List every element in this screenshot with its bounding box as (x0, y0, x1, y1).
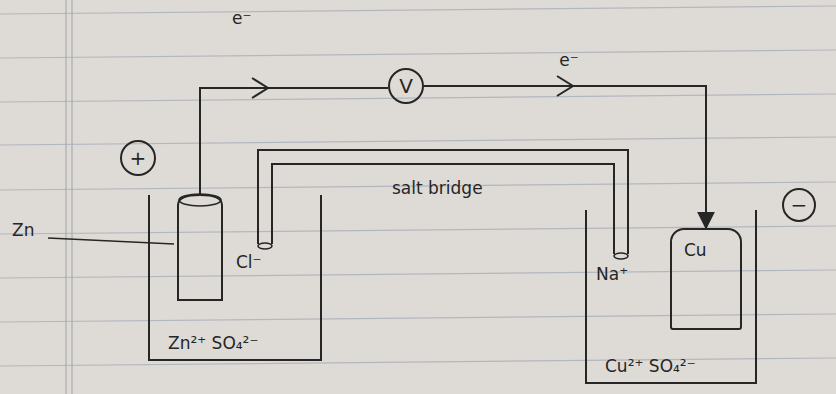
zinc-electrode (178, 195, 222, 300)
wire (200, 88, 388, 195)
node-text: + (130, 146, 147, 170)
wire (424, 86, 706, 228)
copper-electrode: Cu (670, 228, 742, 330)
ruled-line (0, 270, 836, 278)
node-text: Cu (684, 240, 707, 260)
ruled-line (0, 94, 836, 102)
ruled-line (0, 137, 836, 145)
diagram-label: Na⁺ (596, 264, 628, 284)
electron-flow-chevron (252, 78, 268, 98)
ruled-lines (0, 6, 836, 366)
beaker: Cu²⁺ SO₄²⁻ Cu (585, 210, 757, 384)
voltmeter-symbol: V (388, 68, 424, 104)
salt-bridge-tube (258, 150, 628, 254)
diagram-label: Zn (12, 220, 34, 240)
ruled-line (0, 6, 836, 14)
node-text: Cu²⁺ SO₄²⁻ (605, 356, 696, 376)
node-text: V (399, 74, 413, 98)
margin-line (71, 0, 72, 394)
polarity-sign: − (782, 188, 816, 222)
ruled-line (0, 314, 836, 322)
leader-line (48, 238, 174, 244)
tube-end (258, 243, 272, 249)
diagram-label: Cl⁻ (236, 252, 262, 272)
diagram-label: salt bridge (392, 178, 492, 198)
electron-flow-chevron (557, 76, 573, 96)
salt-bridge-tube (272, 164, 614, 254)
margin-line (65, 0, 66, 394)
edge-label: e⁻ (559, 50, 578, 70)
diagram-label: e⁻ (232, 8, 251, 28)
ruled-line (0, 50, 836, 58)
node-text: Zn²⁺ SO₄²⁻ (168, 333, 258, 353)
beaker: Zn²⁺ SO₄²⁻ (148, 195, 322, 361)
tube-end (614, 253, 628, 259)
polarity-sign: + (120, 140, 156, 176)
electrode-top (179, 194, 221, 206)
node-text: − (791, 193, 808, 217)
ruled-line (0, 358, 836, 366)
